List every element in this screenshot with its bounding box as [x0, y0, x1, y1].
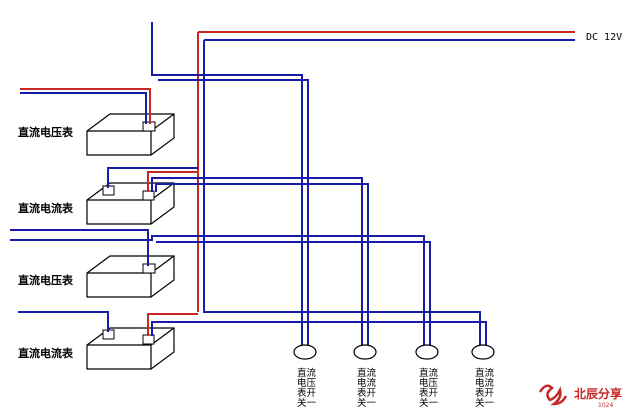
switch-4-line-3: 表开: [475, 387, 495, 399]
meter-4-wire-out: [151, 321, 487, 345]
meter-3-wire-input: [10, 229, 149, 266]
meter-1-wire-input: [20, 92, 147, 124]
switch-1-line-1: 直流: [297, 367, 317, 379]
switch-3-line-1: 直流: [419, 367, 439, 379]
switch-2-knob: [353, 344, 377, 360]
watermark-logo-icon: [538, 384, 568, 406]
switch-2-line-1: 直流: [357, 367, 377, 379]
meter-4: 直流电流表: [18, 311, 487, 370]
switch-3: 直流 电压 表开 关一: [415, 344, 439, 409]
switch-1: 直流 电压 表开 关一: [293, 344, 317, 409]
switch-1-line-4: 关一: [297, 397, 317, 409]
meter-4-label: 直流电流表: [18, 346, 74, 360]
switch-4: 直流 电流 表开 关一: [471, 344, 495, 409]
switch-4-knob: [471, 344, 495, 360]
meter-2: 直流电流表: [18, 167, 369, 345]
switch-2-line-2: 电流: [357, 377, 377, 389]
meter-2-terminal-right: [142, 190, 155, 201]
watermark-sub: 1024: [598, 402, 613, 409]
switch-3-line-2: 电压: [419, 377, 439, 389]
meter-1-wire-positive: [20, 88, 151, 124]
meter-2-wire-out-b: [155, 183, 369, 345]
switch-1-knob: [293, 344, 317, 360]
meter-4-wire-positive: [147, 313, 198, 336]
meter-4-terminal-right: [142, 334, 155, 345]
watermark: 北辰分享 1024: [538, 384, 622, 409]
supply-lines: DC 12V: [197, 31, 622, 345]
supply-label: DC 12V: [586, 32, 622, 43]
switch-2-line-3: 表开: [357, 387, 377, 399]
meter-3-label: 直流电压表: [18, 273, 74, 287]
switch-3-knob: [415, 344, 439, 360]
switch-2: 直流 电流 表开 关一: [353, 344, 377, 409]
switch-3-line-4: 关一: [419, 397, 439, 409]
switch-2-line-4: 关一: [357, 397, 377, 409]
meter-1: 直流电压表: [18, 22, 309, 345]
switch-1-line-2: 电压: [297, 377, 317, 389]
switch-1-line-3: 表开: [297, 387, 317, 399]
meter-1-label: 直流电压表: [18, 125, 74, 139]
meter-3: 直流电压表: [10, 229, 431, 345]
switch-4-line-2: 电流: [475, 377, 495, 389]
meter-1-wire-return: [158, 79, 309, 345]
meter-2-label: 直流电流表: [18, 201, 74, 215]
meter-2-wire-out-a: [151, 177, 363, 345]
switch-3-line-3: 表开: [419, 387, 439, 399]
meter-2-wire-left: [107, 167, 198, 188]
watermark-text: 北辰分享: [574, 386, 622, 401]
meter-1-wire-negative: [151, 22, 303, 345]
switch-4-line-4: 关一: [475, 397, 495, 409]
meter-3-wire-out-b: [156, 241, 431, 345]
negative-bus-wire: [203, 40, 481, 345]
meter-3-wire-out-a: [10, 235, 425, 345]
meter-2-wire-positive: [147, 171, 198, 192]
meter-4-wire-input: [18, 311, 109, 332]
switch-4-line-1: 直流: [475, 367, 495, 379]
